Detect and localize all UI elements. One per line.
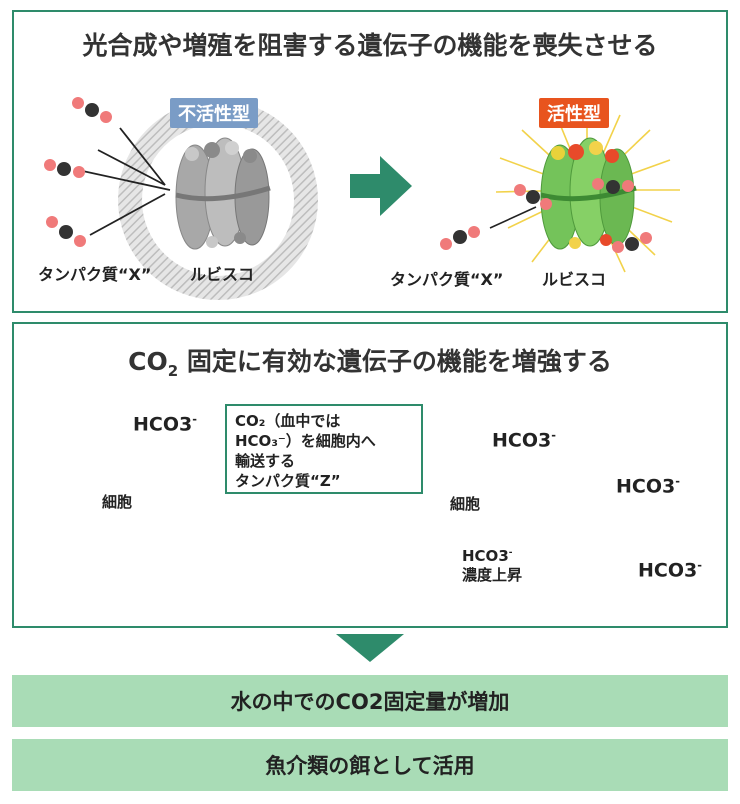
rubisco-label-left: ルビスコ — [190, 265, 255, 284]
middle-panel-title: CO2 固定に有効な遺伝子の機能を増強する — [128, 347, 612, 380]
protein-x-label-right: タンパク質“X” — [390, 270, 504, 289]
hco3-label-right-low: HCO3- — [638, 558, 702, 582]
rubisco-label-right: ルビスコ — [542, 270, 607, 289]
result-bar-feed-use: 魚介類の餌として活用 — [12, 739, 728, 791]
protein-x-icon-2 — [44, 159, 85, 178]
cell-label-right: 細胞 — [450, 495, 481, 513]
binding-pointer — [489, 206, 537, 229]
protein-x-bound-3 — [440, 226, 480, 250]
protein-x-bound-1 — [514, 184, 552, 210]
result-arrow — [336, 634, 404, 662]
protein-x-label-left: タンパク質“X” — [38, 265, 152, 284]
hco3-label-right-mid: HCO3- — [616, 474, 680, 498]
rubisco-active-icon — [540, 137, 637, 250]
inactive-badge: 不活性型 — [170, 98, 258, 128]
result-bar-co2-fixation: 水の中でのCO2固定量が増加 — [12, 675, 728, 727]
hco3-concentration-label: HCO3- 濃度上昇 — [462, 547, 523, 584]
transition-arrow-top — [350, 156, 412, 216]
hco3-label-left: HCO3- — [133, 412, 197, 436]
protein-x-icon-1 — [72, 97, 112, 123]
protein-x-bound-4 — [612, 232, 652, 253]
active-badge: 活性型 — [539, 98, 609, 128]
transporter-z-callout: CO₂（血中では HCO₃⁻）を細胞内へ 輸送する タンパク質“Z” — [225, 404, 423, 494]
protein-x-bound-2 — [592, 178, 634, 194]
rubisco-inactive-icon — [175, 137, 271, 250]
protein-x-icon-3 — [46, 216, 86, 247]
cell-label-left: 細胞 — [102, 493, 133, 511]
hco3-label-right-top: HCO3- — [492, 428, 556, 452]
top-panel-title: 光合成や増殖を阻害する遺伝子の機能を喪失させる — [82, 31, 658, 60]
repelled-lines — [77, 127, 171, 236]
